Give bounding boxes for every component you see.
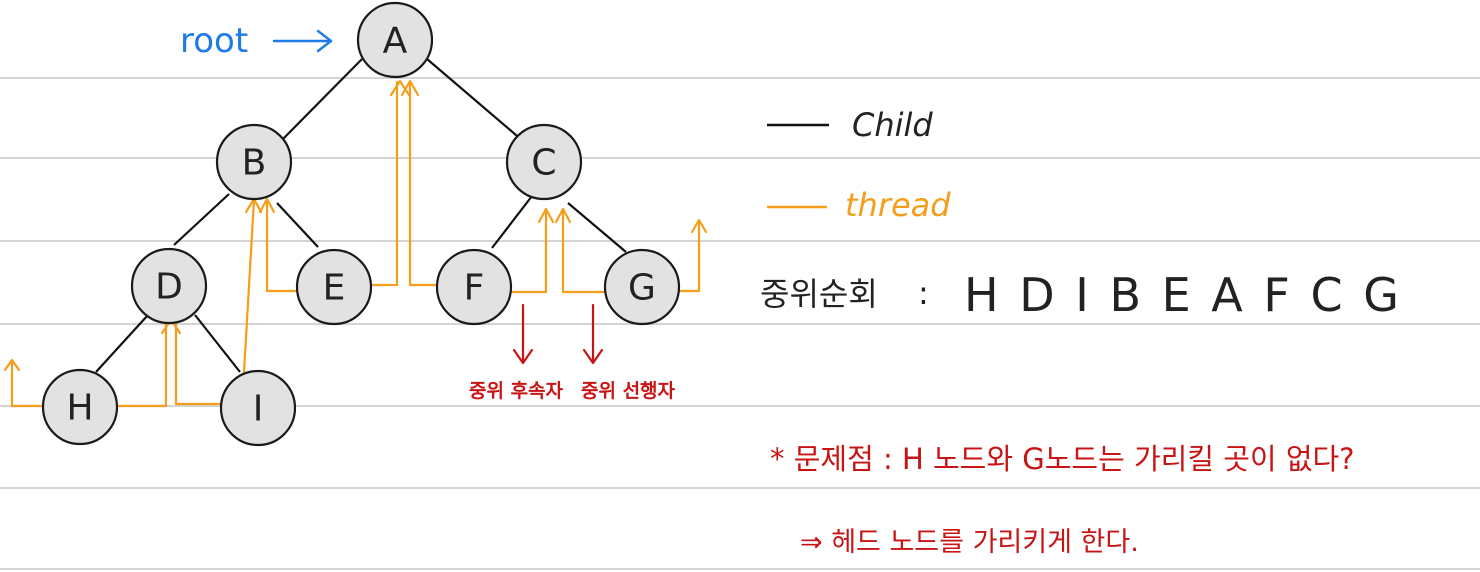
edge-b-d [173, 193, 230, 246]
thread-links [3, 79, 708, 408]
edge-c-f [491, 195, 533, 249]
thread-e-a [370, 80, 399, 287]
inorder-separator: : [918, 274, 929, 312]
edge-a-c [426, 58, 524, 142]
node-label: I [253, 389, 264, 430]
problem-note: * 문제점 : H 노드와 G노드는 가리킬 곳이 없다? [770, 442, 1355, 476]
arrowhead [512, 348, 534, 365]
edge-a-b [280, 58, 363, 142]
node-label: B [242, 143, 267, 184]
thread-f-a [408, 80, 438, 287]
node-f: F [435, 248, 513, 326]
node-i: I [219, 369, 297, 447]
thread-arrowhead [400, 79, 420, 97]
root-label: root [180, 21, 248, 61]
tree-nodes: A B C D E F G H [41, 1, 681, 447]
legend-thread-label: thread [845, 186, 951, 224]
thread-arrowhead [3, 358, 21, 372]
node-label: F [464, 268, 485, 309]
node-a: A [356, 1, 434, 79]
thread-arrowhead [258, 197, 276, 214]
thread-f-c [510, 208, 548, 294]
node-label: E [323, 268, 346, 309]
thread-i-b [242, 198, 256, 374]
node-g: G [603, 248, 681, 326]
thread-arrowhead [554, 207, 572, 224]
node-label: A [383, 21, 408, 62]
thread-h-left [10, 360, 48, 408]
node-d: D [130, 247, 208, 325]
predecessor-label: 중위 선행자 [581, 380, 676, 402]
thread-arrowhead [389, 79, 411, 97]
node-b: B [215, 123, 293, 201]
node-label: C [531, 143, 556, 184]
legend-child-label: Child [852, 106, 933, 144]
edge-b-e [276, 202, 319, 248]
solution-note: ⇒ 헤드 노드를 가리키게 한다. [800, 527, 1139, 558]
node-e: E [295, 248, 373, 326]
node-c: C [505, 123, 583, 201]
inorder-sequence: H D I B E A F C G [964, 268, 1402, 322]
thread-i-d [174, 318, 224, 406]
node-label: D [155, 267, 183, 308]
inorder-label: 중위순회 [760, 275, 878, 313]
edge-c-g [567, 202, 627, 253]
successor-label: 중위 후속자 [469, 380, 564, 402]
inorder-pointers [512, 303, 604, 365]
node-label: G [628, 268, 656, 309]
child-edges [95, 58, 627, 373]
arrowhead [582, 348, 604, 365]
node-h: H [41, 368, 119, 446]
thread-g-c [561, 208, 606, 294]
root-arrow [272, 29, 333, 53]
edge-d-h [95, 314, 149, 373]
thread-arrowhead [537, 207, 555, 224]
thread-arrowhead [690, 218, 708, 234]
thread-e-b [265, 198, 298, 293]
thread-h-d [116, 318, 168, 408]
legend: Child thread [767, 106, 951, 224]
node-label: H [66, 388, 93, 429]
thread-g-right [678, 220, 701, 293]
edge-d-i [194, 314, 241, 373]
